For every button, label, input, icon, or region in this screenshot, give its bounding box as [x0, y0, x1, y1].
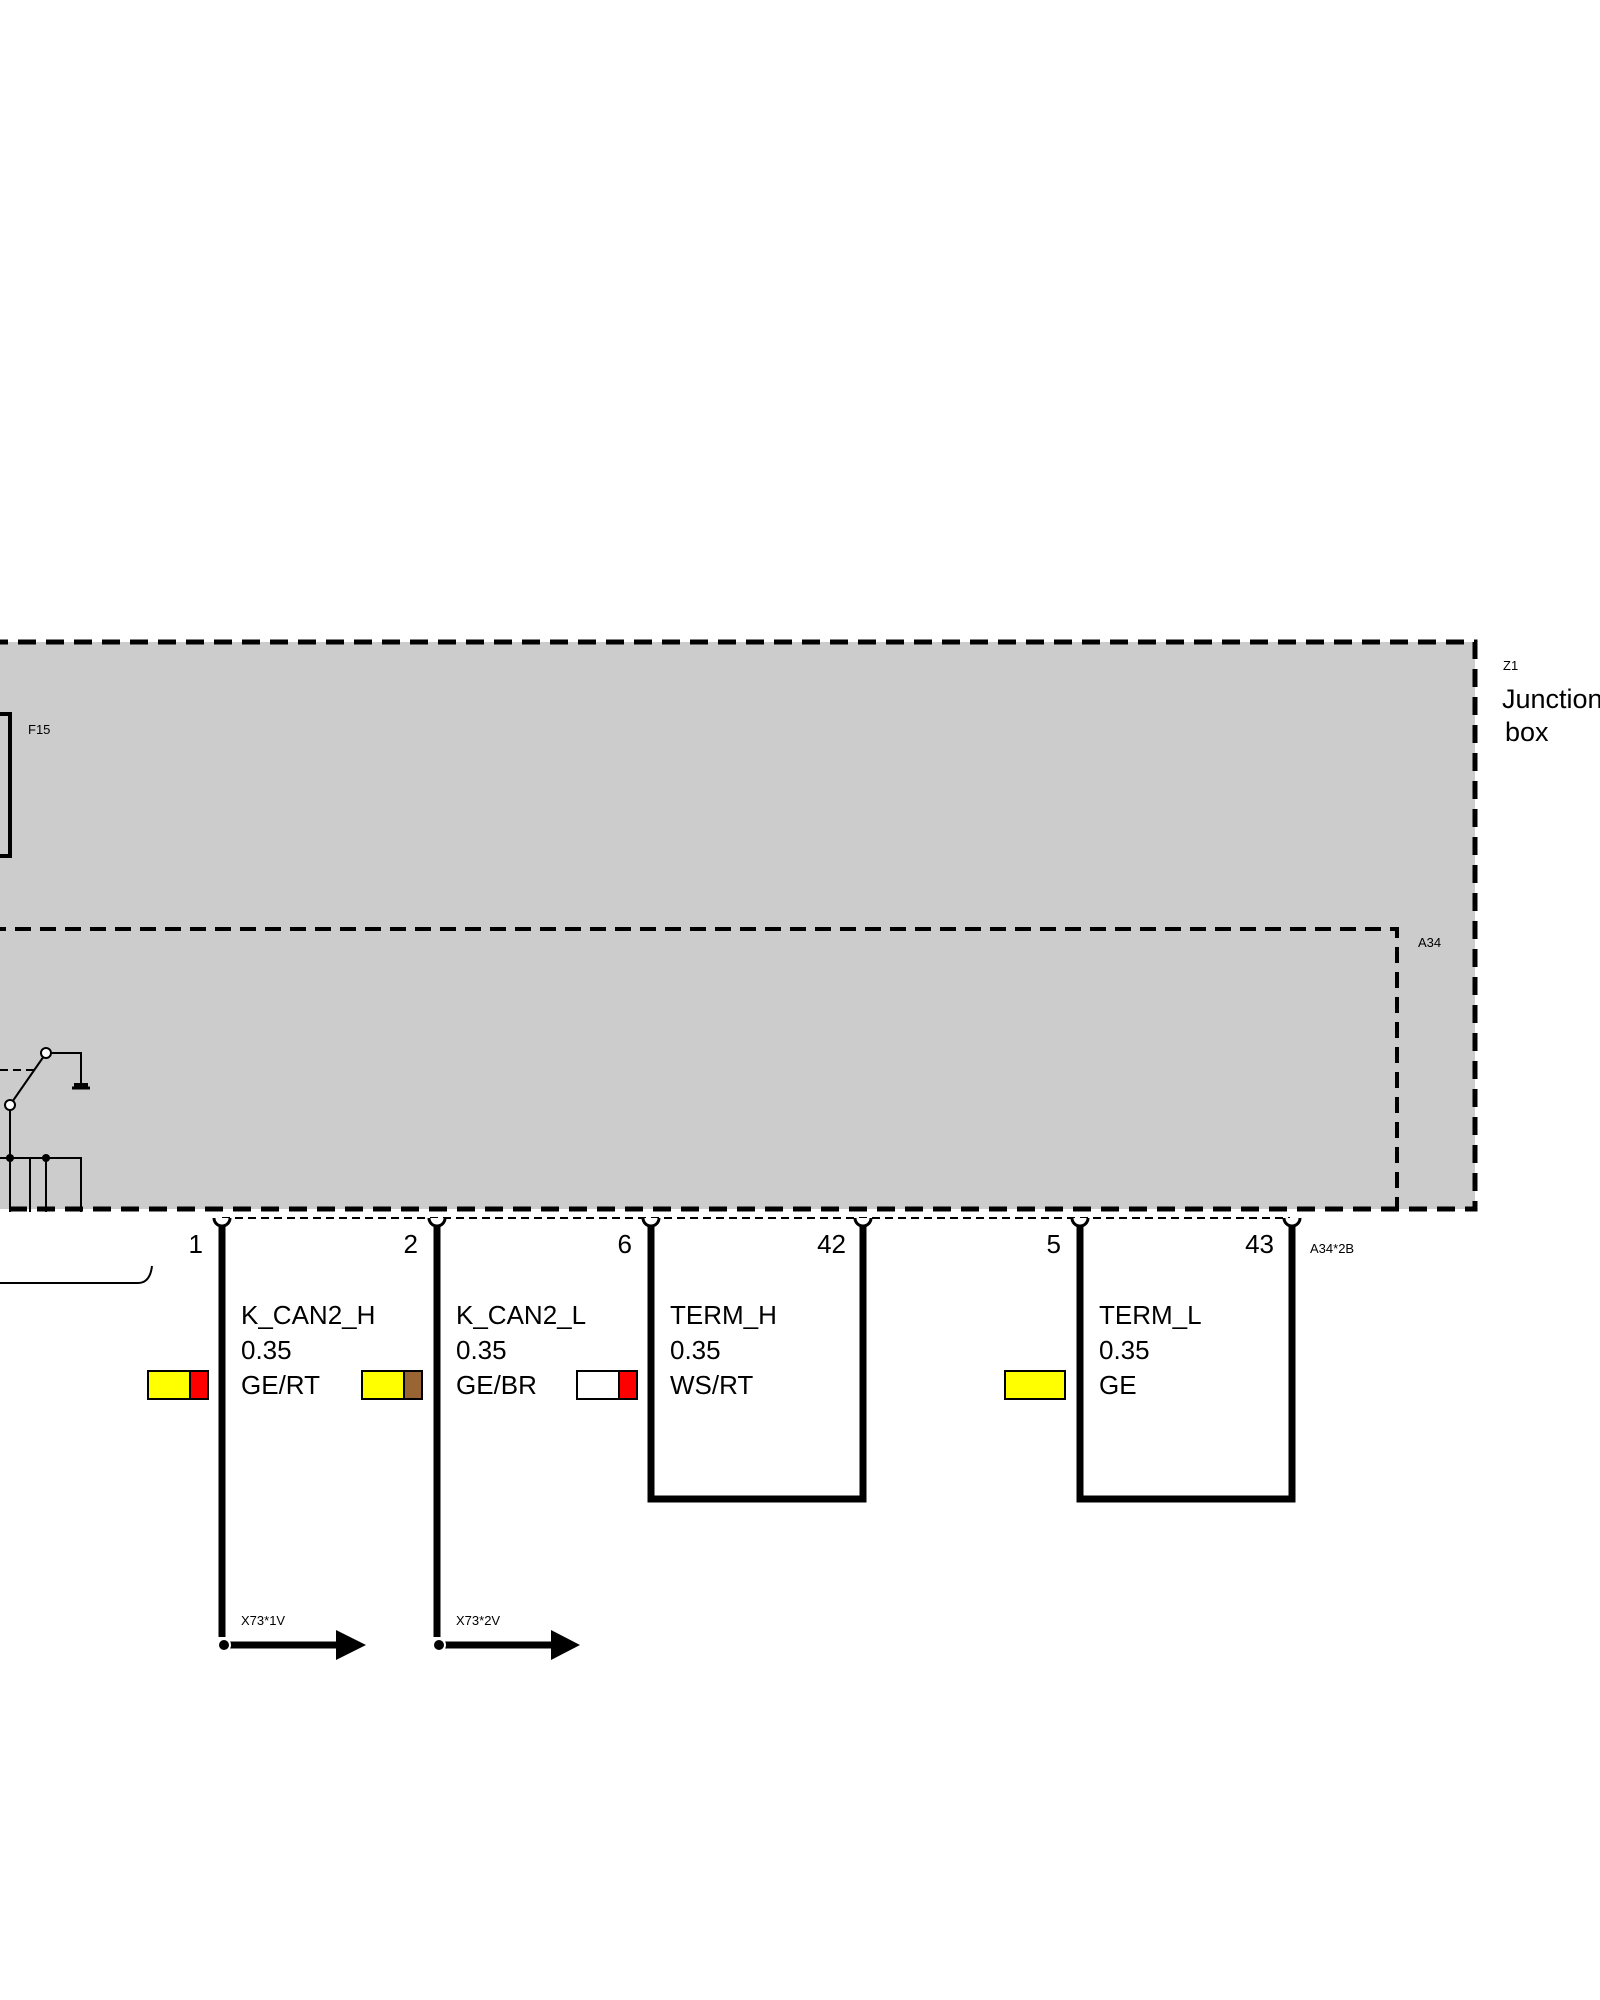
harness-bracket	[0, 1265, 153, 1284]
wire-size-label: 0.35	[1099, 1335, 1150, 1365]
arrow-x73-2v	[432, 1630, 580, 1660]
wire-term-l-loop	[1076, 1226, 1296, 1503]
swatch-term-h	[576, 1370, 638, 1400]
fuse-outline	[0, 712, 12, 858]
connector-id-label: A34*2B	[1310, 1241, 1354, 1256]
pin-number: 43	[1245, 1229, 1274, 1259]
wires	[218, 1226, 1296, 1637]
connection-label: X73*1V	[241, 1613, 285, 1628]
wire-color-code: WS/RT	[670, 1370, 753, 1400]
z1-id-label: Z1	[1503, 658, 1518, 673]
pin-tips	[212, 1217, 1302, 1228]
wire-color-code: GE/RT	[241, 1370, 320, 1400]
z1-title-line2: box	[1505, 717, 1549, 747]
pin-number: 1	[189, 1229, 203, 1259]
wire-size-label: 0.35	[241, 1335, 292, 1365]
wire-signal-label: K_CAN2_H	[241, 1300, 375, 1330]
swatch-k-can2-l	[361, 1370, 423, 1400]
switch-symbol	[0, 1047, 82, 1212]
splice-dot	[6, 1154, 14, 1162]
wire-color-code: GE/BR	[456, 1370, 537, 1400]
wire-term-h-loop	[647, 1226, 867, 1503]
wire-size-label: 0.35	[456, 1335, 507, 1365]
swatch-term-l	[1004, 1370, 1066, 1400]
pin-number: 42	[817, 1229, 846, 1259]
wire-signal-label: K_CAN2_L	[456, 1300, 586, 1330]
swatch-k-can2-h	[147, 1370, 209, 1400]
splice-dot	[42, 1154, 50, 1162]
a34-module-outline	[0, 927, 1399, 1209]
wire-signal-label: TERM_L	[1099, 1300, 1202, 1330]
junction-box-housing	[0, 639, 1478, 1212]
z1-title-line1: Junction	[1502, 684, 1600, 714]
wire-color-code: GE	[1099, 1370, 1137, 1400]
ground-icon	[72, 1083, 90, 1090]
arrow-x73-1v	[217, 1630, 366, 1660]
a34-id-label: A34	[1418, 935, 1441, 950]
fuse-id-label: F15	[28, 722, 50, 737]
wire-signal-label: TERM_H	[670, 1300, 777, 1330]
pin-number: 2	[404, 1229, 418, 1259]
pin-number: 6	[618, 1229, 632, 1259]
pin-number: 5	[1047, 1229, 1061, 1259]
connection-label: X73*2V	[456, 1613, 500, 1628]
wire-size-label: 0.35	[670, 1335, 721, 1365]
